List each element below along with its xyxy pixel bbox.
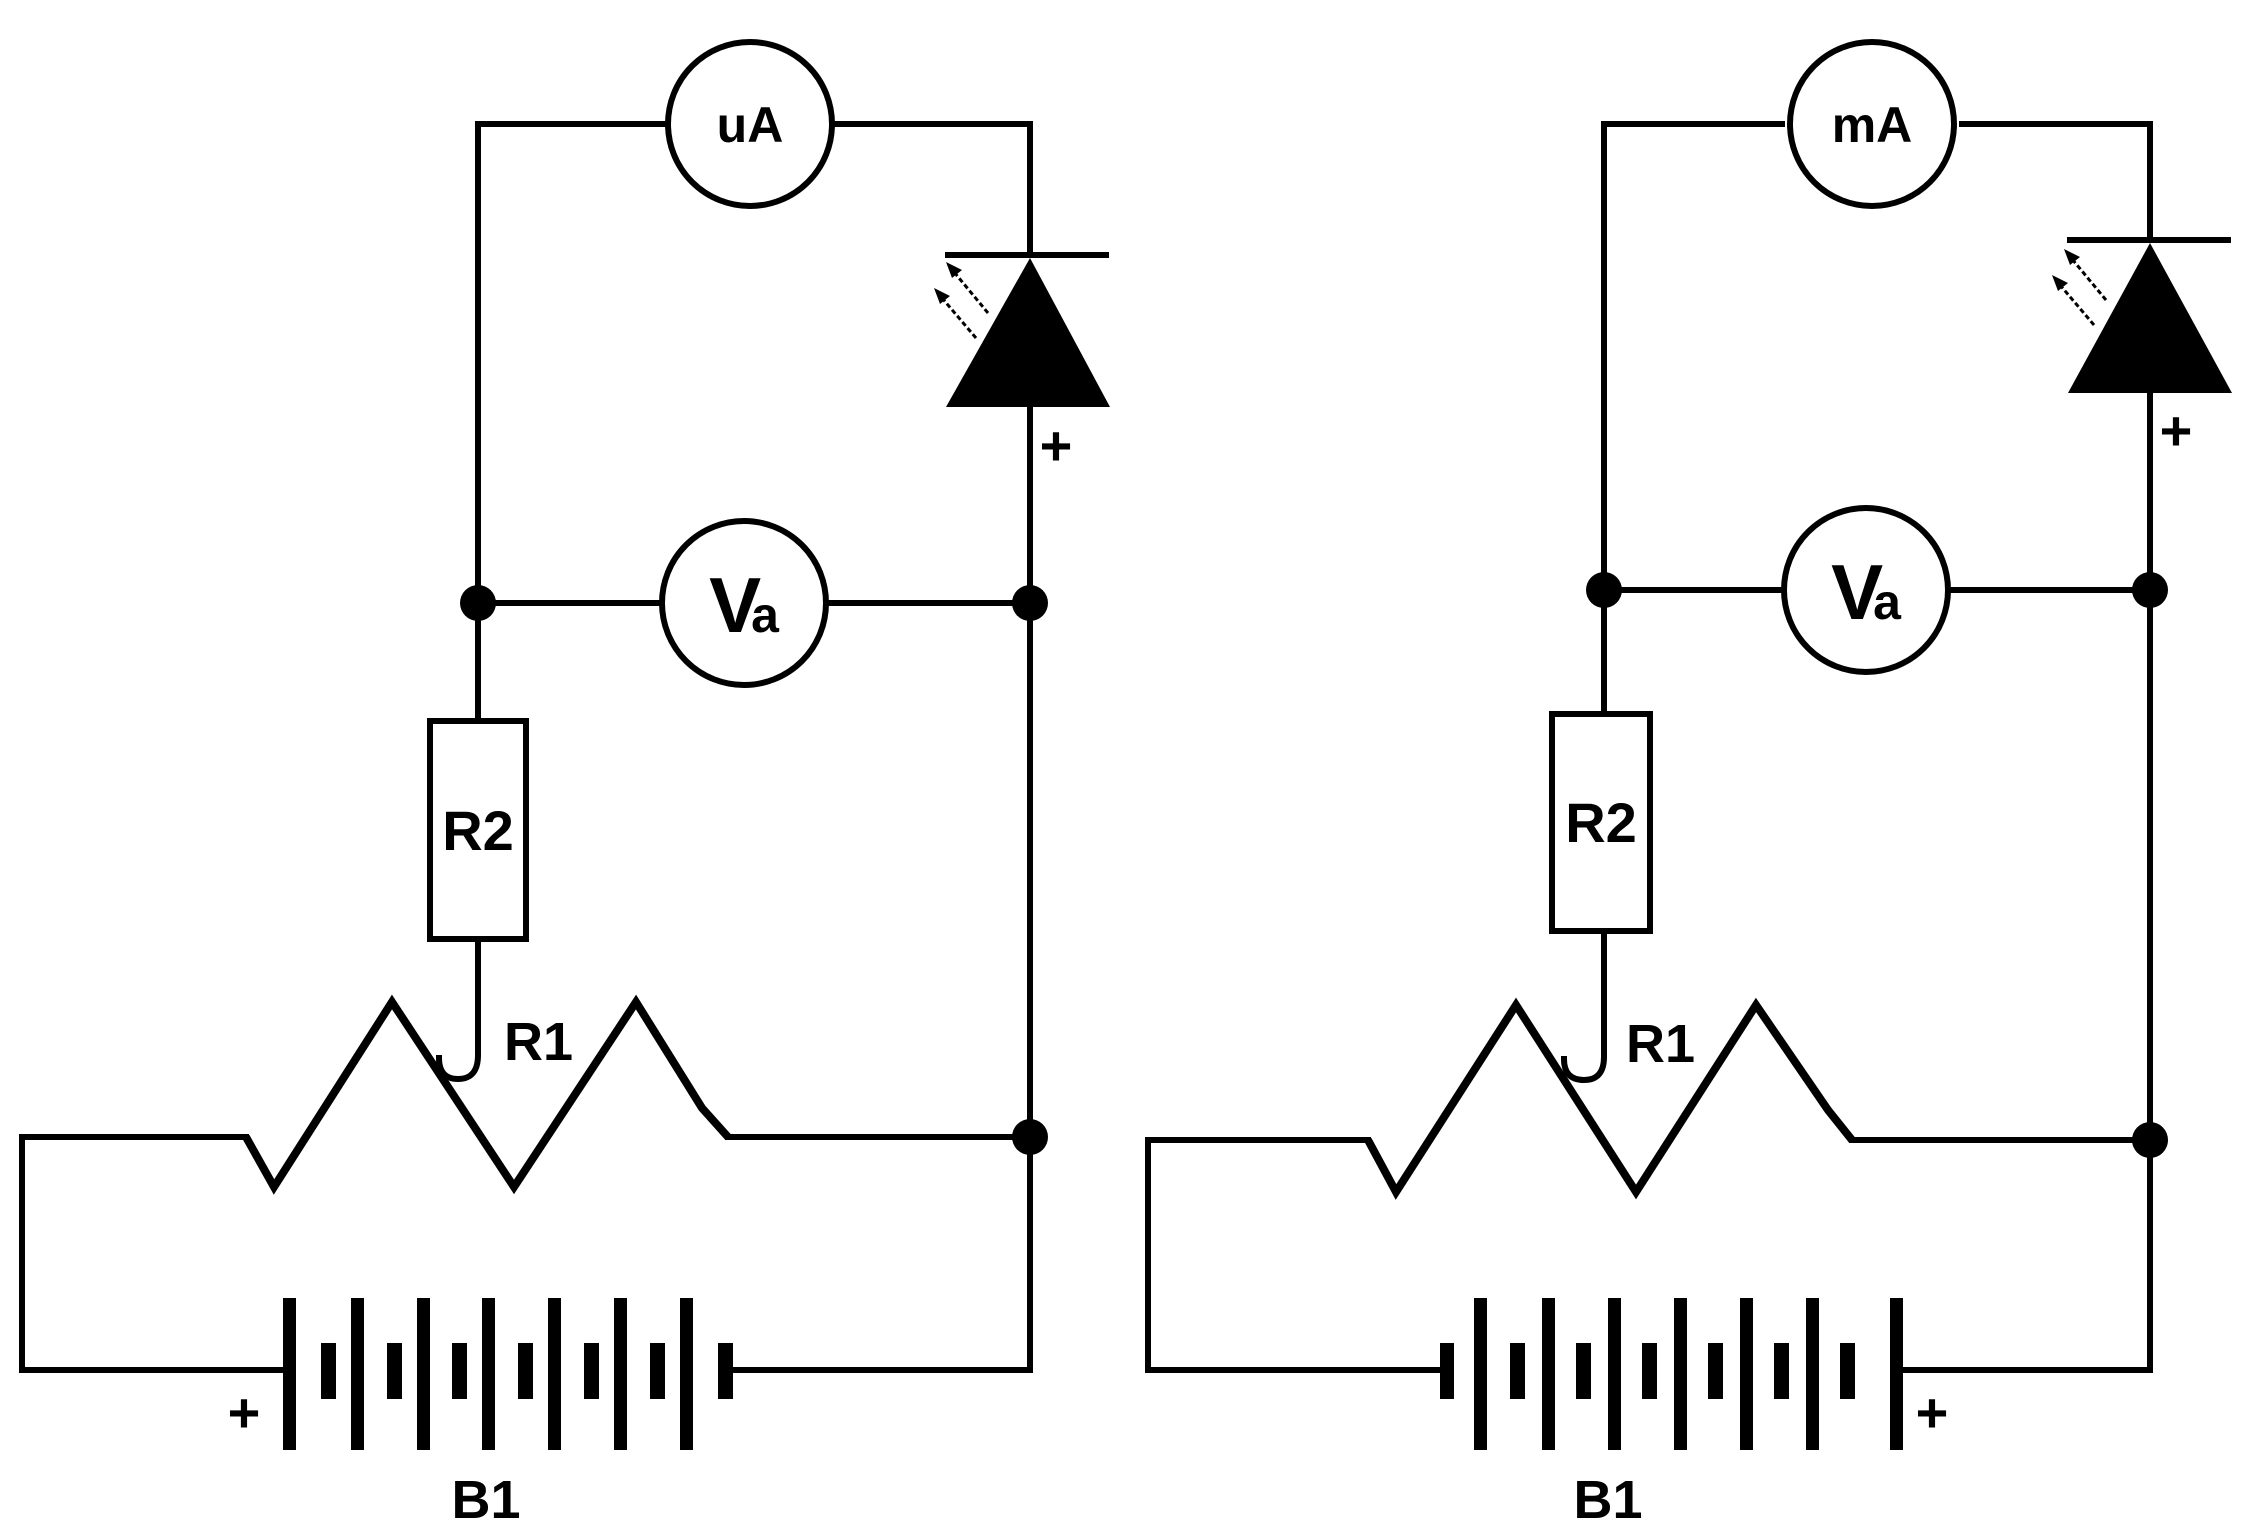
resistor-r2-label: R2 — [1565, 791, 1637, 854]
diode-triangle — [946, 258, 1110, 407]
microammeter-label: uA — [717, 97, 784, 153]
resistor-r2-label: R2 — [442, 799, 514, 862]
junction-node — [1012, 585, 1048, 621]
junction-node — [460, 585, 496, 621]
photodiode: + — [2052, 237, 2232, 462]
wire-pot-left — [19, 1134, 288, 1373]
voltmeter-label: Va — [1831, 548, 1902, 636]
resistor-r2: R2 — [427, 718, 529, 942]
circuit-left: uA + Va R2 — [19, 39, 1110, 1530]
wires-right — [1145, 121, 2153, 1373]
photodiode: + — [934, 252, 1110, 477]
microammeter: uA — [665, 39, 835, 209]
voltmeter-label: Va — [709, 561, 780, 649]
potentiometer-r1: R1 — [1364, 997, 1856, 1200]
wire-top-right — [831, 121, 1033, 258]
wire-top-left — [1601, 121, 1785, 593]
resistor-r2: R2 — [1549, 711, 1653, 934]
wires-left — [19, 121, 1033, 1373]
junction-node — [2132, 1122, 2168, 1158]
voltmeter: Va — [1781, 505, 1951, 675]
voltmeter: Va — [659, 518, 829, 688]
battery-b1-label: B1 — [451, 1470, 520, 1530]
battery-plus-sign: + — [228, 1381, 261, 1444]
diode-triangle — [2068, 243, 2232, 393]
wire-top-right — [1959, 121, 2153, 243]
battery-b1: + B1 — [1440, 1298, 1948, 1530]
wire-pot-left — [1145, 1137, 1449, 1373]
circuit-right: mA + Va R2 — [1145, 39, 2232, 1530]
junction-node — [2132, 572, 2168, 608]
junction-node — [1012, 1119, 1048, 1155]
light-arrows-icon — [934, 262, 990, 339]
milliammeter: mA — [1787, 39, 1957, 209]
wiper-wire — [435, 936, 481, 1083]
diode-plus-sign: + — [1040, 414, 1073, 477]
light-arrows-icon — [2052, 249, 2108, 326]
potentiometer-r1-label: R1 — [1626, 1014, 1695, 1074]
potentiometer-r1: R1 — [242, 994, 731, 1195]
battery-plus-sign: + — [1916, 1381, 1949, 1444]
wiper-wire — [1560, 928, 1607, 1084]
potentiometer-r1-label: R1 — [504, 1012, 573, 1072]
battery-b1: + B1 — [228, 1298, 733, 1530]
junction-node — [1586, 572, 1622, 608]
battery-b1-label: B1 — [1573, 1470, 1642, 1530]
diode-plus-sign: + — [2160, 399, 2193, 462]
milliammeter-label: mA — [1832, 97, 1913, 153]
wire-top-left — [475, 121, 669, 606]
